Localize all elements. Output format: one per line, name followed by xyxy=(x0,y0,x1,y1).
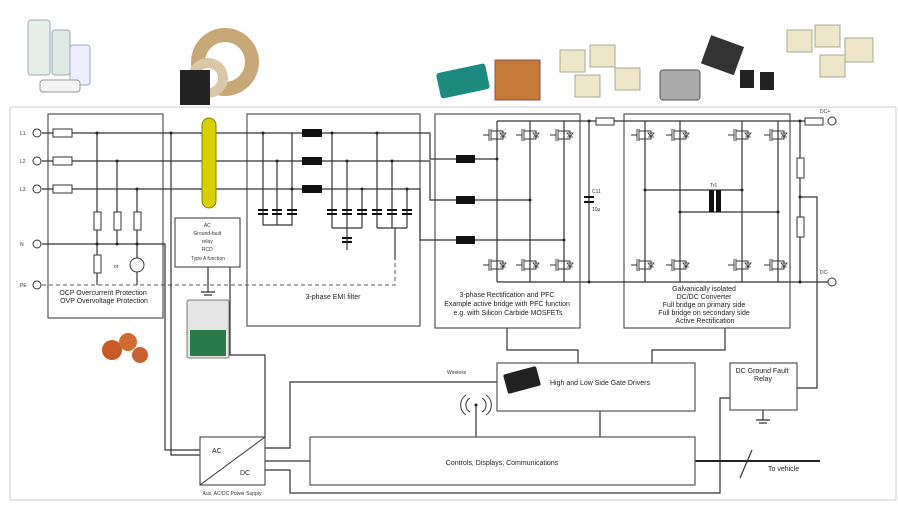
aux-supply-label: Aux. AC/DC Power Supply xyxy=(203,491,262,497)
terminals xyxy=(32,116,837,290)
semiconductor-images xyxy=(659,35,774,101)
divider-resistor-top xyxy=(796,157,805,179)
dc-link-capacitor xyxy=(584,196,594,203)
fuse-products-image xyxy=(27,19,91,93)
transformer-label: Tr1 xyxy=(710,183,718,189)
gate-driver-chip-image xyxy=(503,366,541,394)
varistor-image xyxy=(102,333,148,363)
dc-ground-fault-relay-block xyxy=(729,362,798,411)
rectifier-label: 3-phase Rectification and PFC Example ac… xyxy=(444,292,572,317)
emi-chokes xyxy=(302,129,322,193)
emi-filter-label: 3-phase EMI filter xyxy=(306,294,362,301)
or-label: or xyxy=(114,264,119,270)
emi-filter-block xyxy=(246,113,421,327)
ac-dc-divider xyxy=(199,436,266,486)
terminal-dc-plus: DC+ xyxy=(820,109,830,115)
junction-dots xyxy=(95,119,802,284)
output-fuse xyxy=(804,117,824,126)
terminal-pe: PE xyxy=(20,283,27,289)
gate-drivers-label: High and Low Side Gate Drivers xyxy=(550,380,650,387)
protection-block xyxy=(47,113,164,319)
emi-capacitors xyxy=(258,209,412,243)
outer-frame xyxy=(9,106,897,501)
aux-ac-label: AC xyxy=(212,448,222,455)
dcdc-label: Galvanically isolated DC/DC Converter Fu… xyxy=(658,286,751,325)
relay-module-image xyxy=(186,299,230,359)
antenna-icon xyxy=(474,403,478,407)
terminal-l1: L1 xyxy=(20,131,26,137)
aux-dc-label: DC xyxy=(240,470,250,477)
dcdc-converter-block xyxy=(623,113,791,329)
protection-label: OCP Overcurrent Protection OVP Overvolta… xyxy=(59,290,148,305)
dc-link-resistor xyxy=(595,117,615,126)
rcd-block xyxy=(174,217,241,268)
terminal-dc-minus: DC- xyxy=(820,270,829,276)
to-vehicle-label: To vehicle xyxy=(768,466,799,473)
capacitor-name: C11 xyxy=(592,189,601,195)
terminal-l3: L3 xyxy=(20,187,26,193)
rcd-label: AC Ground-fault relay RCD Type A functio… xyxy=(191,223,225,262)
varistors xyxy=(93,211,145,274)
wireless-label: Wireless xyxy=(447,370,467,376)
terminal-l2: L2 xyxy=(20,159,26,165)
divider-resistor-bottom xyxy=(796,216,805,238)
transformer xyxy=(709,190,721,212)
pfc-inductors xyxy=(456,155,475,244)
fuse-block-images xyxy=(559,24,874,98)
controls-label: Controls, Displays, Communications xyxy=(446,460,559,467)
dc-ground-fault-label: DC Ground Fault Relay xyxy=(736,368,791,383)
current-transformer-image xyxy=(180,28,259,105)
wiring xyxy=(42,120,830,494)
input-fuses xyxy=(52,128,73,194)
capacitor-value: 10µ xyxy=(592,207,601,213)
power-module-images xyxy=(436,59,541,101)
terminal-n: N xyxy=(20,242,24,248)
controls-block xyxy=(309,436,696,486)
current-sense-toroid xyxy=(201,117,217,209)
